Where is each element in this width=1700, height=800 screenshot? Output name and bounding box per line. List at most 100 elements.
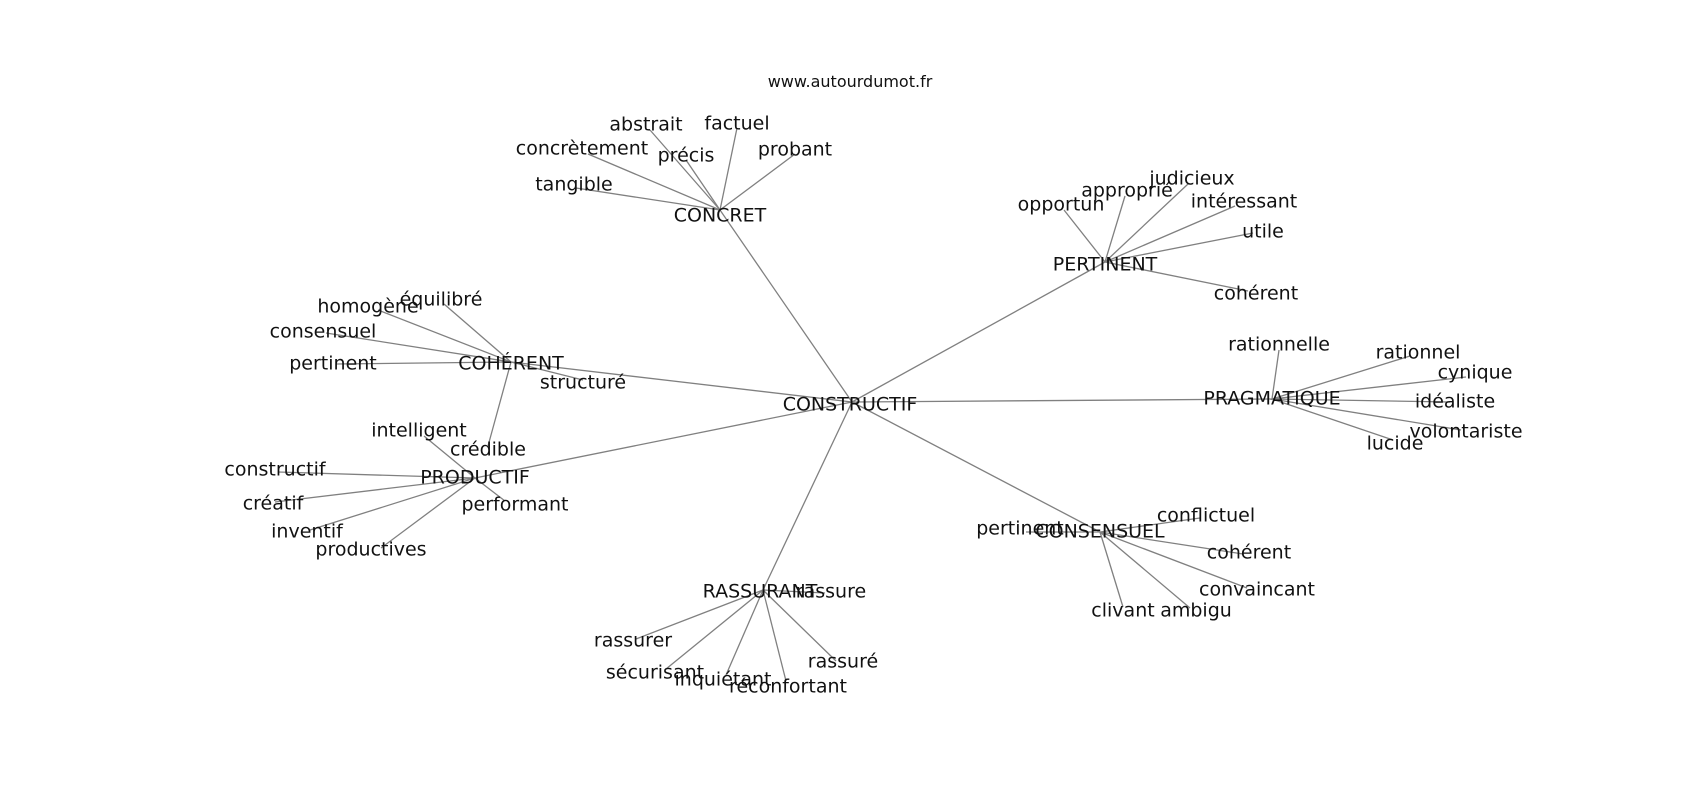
leaf-word-coherent-homogene[interactable]: homogène bbox=[317, 296, 418, 318]
edge-coherent-pertinent bbox=[335, 361, 512, 365]
leaf-word-concret-concretement[interactable]: concrètement bbox=[516, 138, 648, 160]
hub-word-productif[interactable]: PRODUCTIF bbox=[420, 467, 530, 489]
edge-pragmatique-rationnelle bbox=[1271, 349, 1280, 400]
hub-word-consensuel[interactable]: CONSENSUEL bbox=[1035, 521, 1165, 543]
leaf-word-rassurant-rassure[interactable]: rassuré bbox=[808, 651, 878, 673]
hub-word-coherent[interactable]: COHÉRENT bbox=[458, 352, 564, 375]
leaf-word-consensuel-coherent[interactable]: cohérent bbox=[1207, 542, 1291, 564]
edge-coherent-credible bbox=[487, 361, 512, 447]
edge-concret-tangible bbox=[575, 187, 721, 211]
leaf-word-pragmatique-lucide[interactable]: lucide bbox=[1367, 433, 1424, 455]
edge-concret-precis bbox=[685, 159, 721, 211]
leaf-word-coherent-equilibre[interactable]: équilibré bbox=[400, 289, 483, 311]
edge-concret-factuel bbox=[719, 127, 738, 211]
leaf-word-coherent-consensuel[interactable]: consensuel bbox=[270, 321, 377, 343]
edge-productif-performant bbox=[474, 477, 506, 502]
leaf-word-consensuel-ambigu[interactable]: ambigu bbox=[1160, 600, 1232, 622]
leaf-word-productif-constructif[interactable]: constructif bbox=[224, 459, 326, 481]
edge-pragmatique-rationnel bbox=[1271, 355, 1411, 400]
leaf-word-consensuel-pertinent[interactable]: pertinent bbox=[976, 518, 1064, 540]
edge-pertinent-approprie bbox=[1104, 195, 1126, 263]
center-word-node[interactable]: CONSTRUCTIF bbox=[783, 394, 918, 416]
graph-labels: CONSTRUCTIF CONCRET abstrait factuel concrèt… bbox=[224, 113, 1522, 698]
edge-pertinent-coherent bbox=[1104, 261, 1249, 292]
edge-consensuel-clivant bbox=[1099, 531, 1124, 608]
edge-rassurant-rassure bbox=[762, 589, 837, 662]
edge-concret-abstrait bbox=[649, 129, 721, 211]
edge-coherent-structure bbox=[510, 361, 584, 381]
edge-pragmatique-cynique bbox=[1271, 376, 1467, 400]
edge-pertinent-utile bbox=[1104, 232, 1254, 263]
edge-productif-constructif bbox=[277, 471, 476, 479]
leaf-word-rassurant-inquietant[interactable]: inquiétant bbox=[675, 669, 772, 691]
edge-rassurant-inquietant bbox=[725, 589, 764, 676]
hub-word-pragmatique[interactable]: PRAGMATIQUE bbox=[1203, 388, 1340, 410]
leaf-word-concret-tangible[interactable]: tangible bbox=[535, 174, 613, 196]
edge-rassurant-rassurer bbox=[635, 589, 764, 640]
leaf-word-concret-abstrait[interactable]: abstrait bbox=[609, 114, 682, 136]
leaf-word-productif-intelligent[interactable]: intelligent bbox=[371, 420, 467, 442]
edge-pertinent-interessant bbox=[1104, 205, 1236, 263]
hub-word-concret[interactable]: CONCRET bbox=[674, 205, 767, 227]
hub-word-pertinent[interactable]: PERTINENT bbox=[1053, 254, 1158, 276]
edge-productif-intelligent bbox=[423, 435, 476, 479]
leaf-word-pragmatique-idealiste[interactable]: idéaliste bbox=[1415, 391, 1495, 413]
leaf-word-pragmatique-rationnelle[interactable]: rationnelle bbox=[1228, 334, 1330, 356]
leaf-word-consensuel-convaincant[interactable]: convaincant bbox=[1199, 579, 1315, 601]
edge-coherent-homogene bbox=[377, 309, 512, 363]
edge-pragmatique-lucide bbox=[1271, 398, 1394, 441]
edge-pragmatique-idealiste bbox=[1271, 398, 1451, 403]
leaf-word-coherent-credible[interactable]: crédible bbox=[450, 439, 526, 461]
edge-productif-productives bbox=[380, 477, 476, 549]
leaf-word-coherent-structure[interactable]: structuré bbox=[540, 372, 626, 394]
leaf-word-concret-probant[interactable]: probant bbox=[758, 139, 832, 161]
leaf-word-pertinent-approprie[interactable]: approprié bbox=[1081, 180, 1173, 202]
source-url-label: www.autourdumot.fr bbox=[768, 72, 933, 91]
hub-word-rassurant[interactable]: RASSURANT bbox=[703, 581, 818, 603]
leaf-word-pragmatique-cynique[interactable]: cynique bbox=[1438, 362, 1513, 384]
edge-center-concret bbox=[719, 209, 853, 403]
edge-rassurant-rassure bbox=[762, 589, 826, 594]
edge-pertinent-opportun bbox=[1063, 209, 1106, 263]
leaf-word-pragmatique-volontariste[interactable]: volontariste bbox=[1409, 421, 1522, 443]
leaf-word-productif-creatif[interactable]: créatif bbox=[243, 493, 305, 515]
leaf-word-pertinent-coherent[interactable]: cohérent bbox=[1214, 283, 1298, 305]
edge-center-pragmatique bbox=[851, 398, 1273, 403]
leaf-word-rassurant-rassure[interactable]: rassure bbox=[796, 581, 866, 603]
leaf-word-rassurant-securisant[interactable]: sécurisant bbox=[606, 662, 704, 684]
edge-consensuel-convaincant bbox=[1099, 531, 1248, 589]
leaf-word-pertinent-utile[interactable]: utile bbox=[1242, 221, 1284, 243]
edge-consensuel-conflictuel bbox=[1099, 517, 1201, 533]
edge-pragmatique-volontariste bbox=[1271, 398, 1462, 431]
leaf-word-concret-factuel[interactable]: factuel bbox=[704, 113, 769, 135]
leaf-word-productif-performant[interactable]: performant bbox=[462, 494, 569, 516]
leaf-word-consensuel-clivant[interactable]: clivant bbox=[1091, 600, 1154, 622]
edge-coherent-equilibre bbox=[443, 303, 512, 363]
edge-center-rassurant bbox=[762, 401, 853, 591]
edge-pertinent-judicieux bbox=[1104, 183, 1189, 263]
leaf-word-rassurant-reconfortant[interactable]: réconfortant bbox=[729, 676, 847, 698]
edge-center-coherent bbox=[510, 361, 853, 403]
leaf-word-productif-inventif[interactable]: inventif bbox=[271, 521, 344, 543]
leaf-word-concret-precis[interactable]: précis bbox=[658, 145, 715, 167]
edge-consensuel-ambigu bbox=[1099, 531, 1191, 609]
graph-edges bbox=[274, 127, 1467, 682]
edge-center-consensuel bbox=[851, 401, 1101, 533]
edge-consensuel-coherent bbox=[1099, 531, 1244, 555]
leaf-word-pertinent-judicieux[interactable]: judicieux bbox=[1148, 168, 1234, 190]
edge-center-pertinent bbox=[851, 261, 1106, 403]
edge-coherent-consensuel bbox=[325, 332, 512, 363]
leaf-word-consensuel-conflictuel[interactable]: conflictuel bbox=[1157, 505, 1255, 527]
edge-productif-creatif bbox=[274, 477, 476, 503]
leaf-word-pragmatique-rationnel[interactable]: rationnel bbox=[1376, 342, 1461, 364]
leaf-word-pertinent-interessant[interactable]: intéressant bbox=[1191, 191, 1297, 213]
leaf-word-coherent-pertinent[interactable]: pertinent bbox=[289, 353, 377, 375]
edge-rassurant-reconfortant bbox=[762, 589, 787, 682]
leaf-word-productif-productives[interactable]: productives bbox=[315, 539, 426, 561]
edge-center-productif bbox=[474, 401, 853, 479]
leaf-word-rassurant-rassurer[interactable]: rassurer bbox=[594, 630, 672, 652]
leaf-word-pertinent-opportun[interactable]: opportun bbox=[1018, 194, 1105, 216]
edge-productif-inventif bbox=[309, 477, 476, 531]
edge-concret-probant bbox=[719, 153, 796, 211]
